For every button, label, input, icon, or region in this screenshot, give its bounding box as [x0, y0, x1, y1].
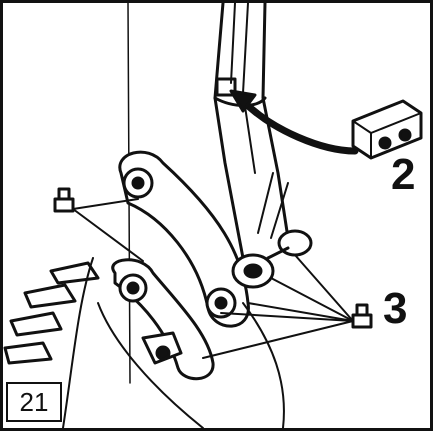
excavator-arm-illustration — [3, 3, 423, 428]
bucket-tooth-4 — [3, 341, 53, 365]
leader-line — [270, 277, 354, 322]
adapter-port-1 — [378, 136, 392, 150]
bucket-tooth-2 — [23, 283, 77, 309]
boom-inner-edge — [242, 3, 256, 174]
grease-nipple-icon — [53, 197, 75, 213]
lower-linkage — [111, 258, 215, 381]
leader-line — [202, 320, 354, 359]
boom-outline-left — [213, 3, 245, 260]
leader-lines-right — [202, 254, 354, 359]
leader-line — [72, 198, 139, 210]
grease-nipple-head — [57, 187, 71, 201]
grease-nipple-left — [53, 187, 75, 213]
cylinder-link — [266, 246, 290, 260]
link-arm — [118, 150, 250, 328]
leader-line — [247, 302, 354, 322]
leader-line — [72, 208, 144, 262]
hydraulic-line — [230, 3, 236, 84]
arrow-head — [229, 89, 257, 113]
boom-fitting-bracket — [215, 77, 237, 97]
bucket-teeth — [3, 257, 285, 428]
grease-gun-adapter — [351, 99, 423, 160]
cylinder-rod — [257, 172, 289, 239]
bucket-body-edge — [62, 257, 94, 428]
curved-arrow-icon — [239, 97, 359, 155]
bucket-body-curve — [97, 302, 204, 428]
leader-lines-left — [72, 198, 144, 262]
grease-nipple-right — [351, 303, 373, 329]
grease-nipple-head — [355, 303, 369, 317]
lower-pivot-pin — [214, 296, 228, 310]
grease-nipple-icon — [351, 313, 373, 329]
pin-lock-bolt — [155, 345, 171, 361]
cylinder-mount — [231, 229, 313, 289]
step-number-badge: 21 — [6, 382, 62, 422]
bucket-rear-edge — [242, 302, 285, 428]
adapter-port-2 — [398, 128, 412, 142]
upper-pivot-pin — [131, 176, 145, 190]
bucket-tooth-3 — [9, 311, 63, 337]
cylinder-pivot-pin — [243, 263, 263, 279]
lower-link-pin — [126, 281, 140, 295]
callout-grease-nipples: 3 — [383, 284, 408, 333]
boom-outline-right — [261, 3, 290, 240]
callout-grease-gun-adapter: 2 — [391, 150, 416, 199]
leader-line — [220, 312, 354, 322]
adapter-edges — [352, 112, 422, 159]
leader-line — [294, 254, 354, 322]
